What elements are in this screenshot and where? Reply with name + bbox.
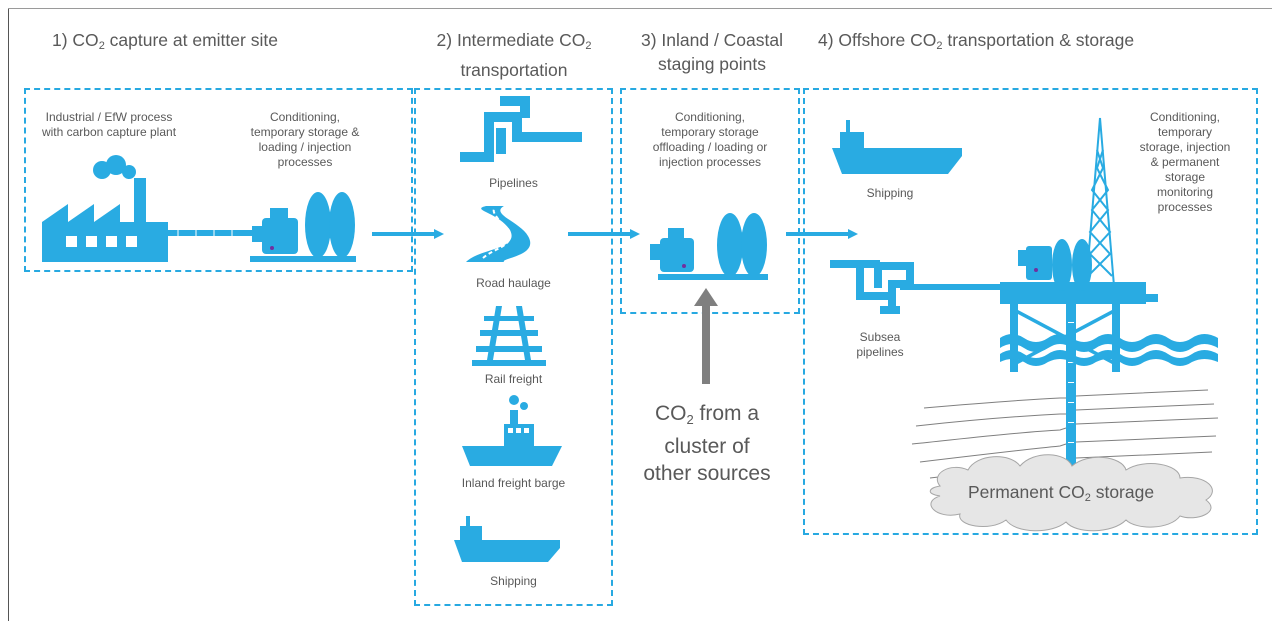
pipeline-icon [460, 96, 582, 162]
heading-section-4: 4) Offshore CO2 transportation & storage [818, 30, 1135, 52]
staging-conditioning-unit-icon [650, 213, 768, 280]
section-2-box [414, 88, 613, 606]
cluster-arrow-up [694, 288, 718, 384]
frame-left-border [8, 8, 9, 621]
rail-icon [472, 306, 546, 366]
road-icon [466, 206, 531, 262]
label-shipping-section-4: Shipping [866, 186, 914, 200]
section-1-box [24, 88, 413, 272]
ship-icon-section-4 [832, 120, 962, 174]
frame-top-border [8, 8, 1272, 9]
label-road-haulage: Road haulage [476, 276, 551, 290]
subsea-pipeline-icon [830, 260, 1000, 314]
label-pipelines: Pipelines [489, 176, 538, 190]
label-shipping-section-2: Shipping [490, 574, 537, 588]
label-rail-freight: Rail freight [484, 372, 543, 386]
section-4-box [803, 88, 1258, 535]
connecting-pipe-icon [168, 230, 252, 236]
ship-icon-section-2 [454, 516, 560, 562]
barge-icon [462, 395, 562, 466]
permanent-storage-label: Permanent CO2 storage [968, 482, 1155, 504]
heading-section-1: 1) CO2 capture at emitter site [52, 30, 278, 52]
sea-waves-icon [1000, 334, 1218, 366]
storage-cloud-icon [929, 454, 1213, 532]
factory-icon [42, 155, 168, 262]
conditioning-label-section-1: Conditioning,temporary storage &loading … [250, 110, 360, 169]
label-inland-freight-barge: Inland freight barge [461, 476, 566, 490]
conditioning-unit-icon [250, 192, 356, 262]
